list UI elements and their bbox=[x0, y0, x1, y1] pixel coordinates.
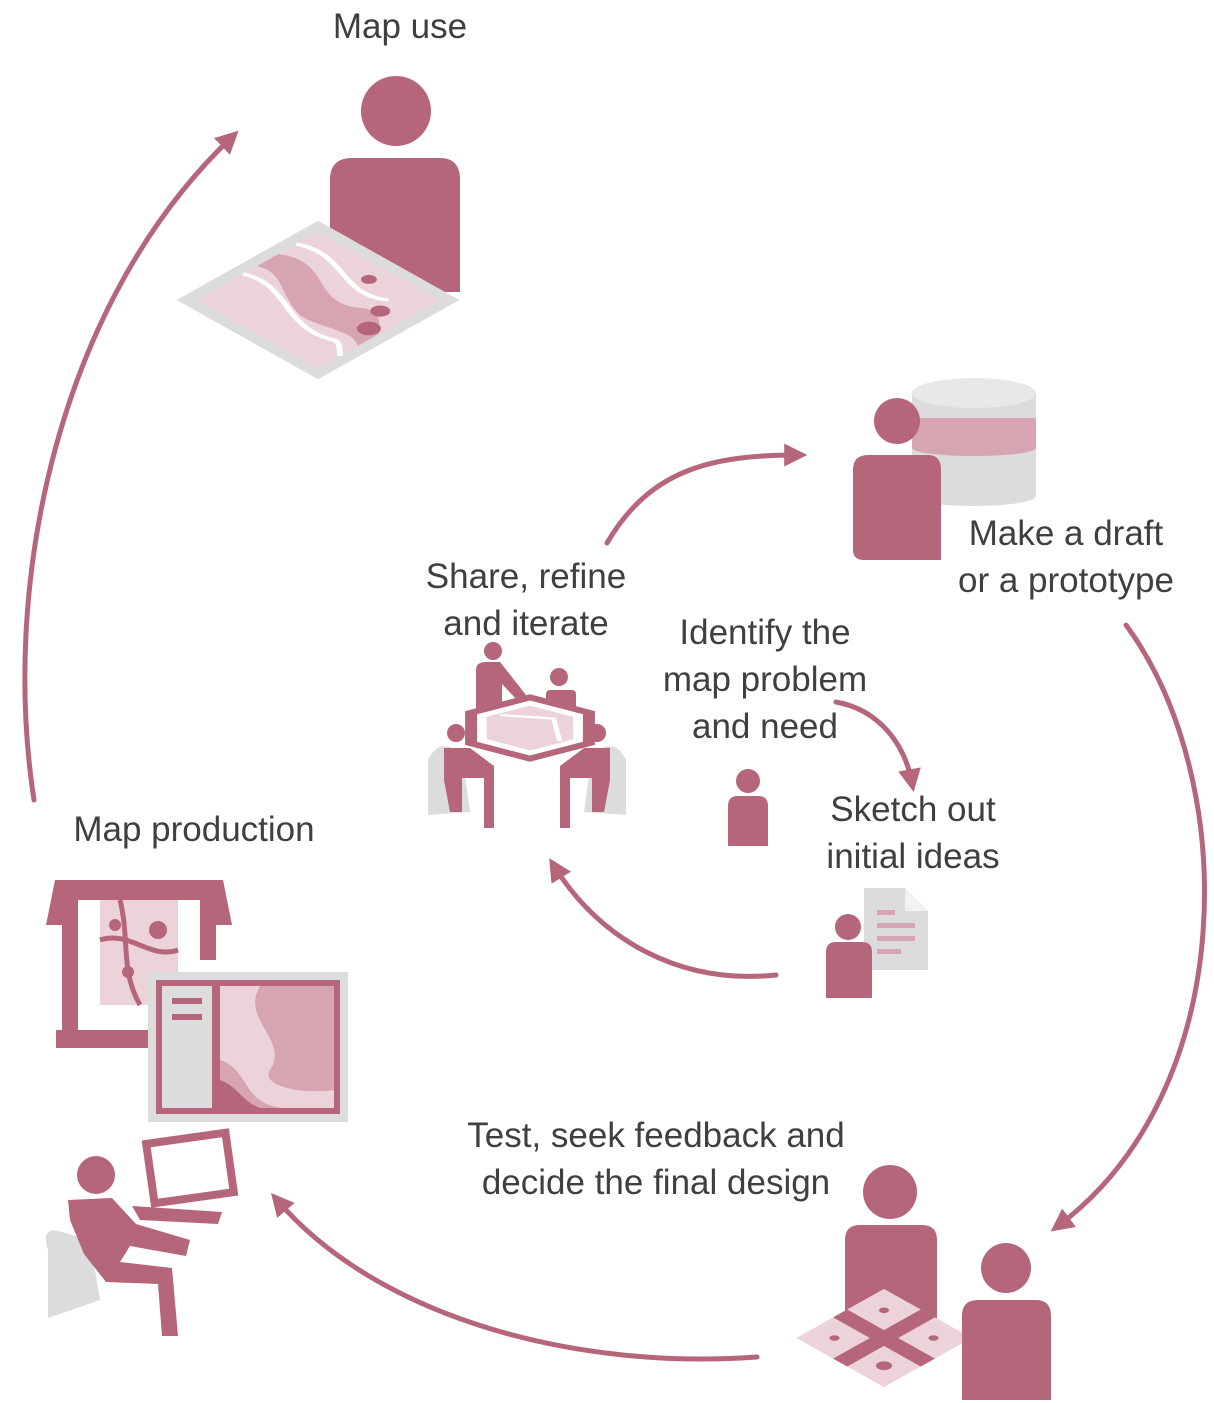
person-document-icon bbox=[826, 888, 928, 998]
stage-label-map-production: Map production bbox=[34, 806, 354, 853]
person-database-icon bbox=[853, 378, 1036, 560]
label-line: Map use bbox=[332, 7, 468, 46]
label-line: decide the final design bbox=[481, 1163, 831, 1202]
arrow-draft-to-test bbox=[1050, 622, 1207, 1232]
stage-label-identify: Identify the map problem and need bbox=[640, 609, 890, 750]
person-reading-map-icon bbox=[176, 76, 460, 380]
label-line: or a prototype bbox=[958, 561, 1174, 600]
arrow-test-to-production bbox=[271, 1193, 760, 1362]
label-line: Sketch out bbox=[830, 790, 996, 829]
label-line: initial ideas bbox=[826, 837, 1000, 876]
label-line: Make a draft bbox=[968, 514, 1164, 553]
label-line: and iterate bbox=[443, 604, 609, 643]
arrow-identify-to-sketch bbox=[833, 699, 921, 793]
label-line: map problem bbox=[662, 660, 868, 699]
person-icon bbox=[728, 769, 768, 846]
arrow-sketch-to-share bbox=[549, 858, 779, 979]
arrow-share-to-draft bbox=[604, 443, 808, 546]
printer-monitor-laptop-icon bbox=[45, 880, 348, 1336]
arrow-production-to-use bbox=[22, 130, 239, 803]
label-line: Identify the bbox=[679, 613, 851, 652]
stage-label-sketch: Sketch out initial ideas bbox=[793, 786, 1033, 880]
label-line: Test, seek feedback and bbox=[467, 1116, 845, 1155]
label-line: Share, refine bbox=[425, 557, 627, 596]
label-line: Map production bbox=[73, 810, 315, 849]
stage-label-test: Test, seek feedback and decide the final… bbox=[426, 1112, 886, 1206]
meeting-table-icon bbox=[428, 642, 626, 828]
stage-label-make-draft: Make a draft or a prototype bbox=[926, 510, 1206, 604]
label-line: and need bbox=[692, 707, 838, 746]
stage-label-share-refine: Share, refine and iterate bbox=[396, 553, 656, 647]
stage-label-map-use: Map use bbox=[300, 3, 500, 50]
